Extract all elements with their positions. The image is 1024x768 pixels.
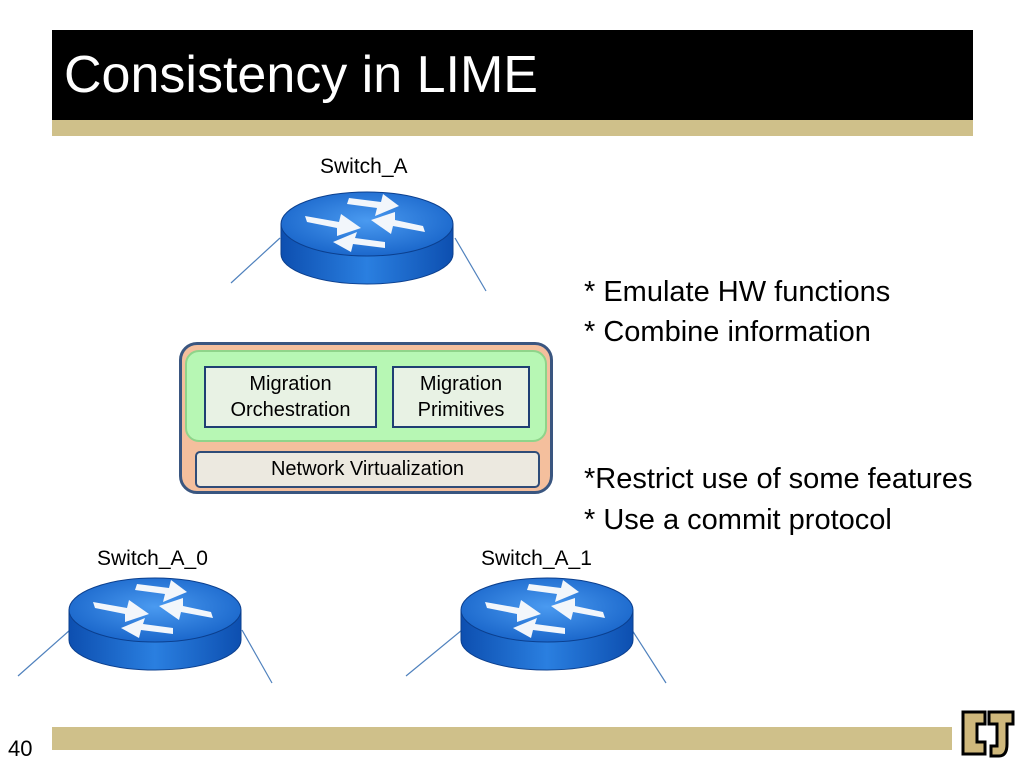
router-icon — [405, 577, 667, 684]
module-line: Orchestration — [230, 399, 351, 421]
switch-a-1-label: Switch_A_1 — [481, 547, 592, 570]
page-number: 40 — [8, 736, 33, 761]
switch-a-0-label: Switch_A_0 — [97, 547, 208, 570]
migration-orchestration-box: Migration Orchestration — [204, 366, 377, 428]
module-line: Primitives — [417, 399, 505, 421]
bullet-item: * Use a commit protocol — [584, 504, 892, 536]
title-underline — [52, 120, 973, 136]
slide-title: Consistency in LIME — [64, 46, 538, 104]
module-line: Migration — [249, 373, 332, 395]
module-line: Migration — [419, 373, 503, 395]
bullet-item: * Emulate HW functions — [584, 276, 891, 308]
router-icon — [230, 191, 487, 292]
bullet-item: *Restrict use of some features — [584, 463, 973, 495]
migration-primitives-box: Migration Primitives — [392, 366, 530, 428]
footer-stripe — [52, 727, 952, 750]
router-icon — [17, 577, 273, 684]
switch-a-label: Switch_A — [320, 155, 408, 178]
network-virtualization-box: Network Virtualization — [195, 451, 540, 488]
cu-logo-icon — [957, 702, 1019, 764]
title-bar: Consistency in LIME — [52, 30, 973, 120]
bullet-item: * Combine information — [584, 316, 871, 348]
